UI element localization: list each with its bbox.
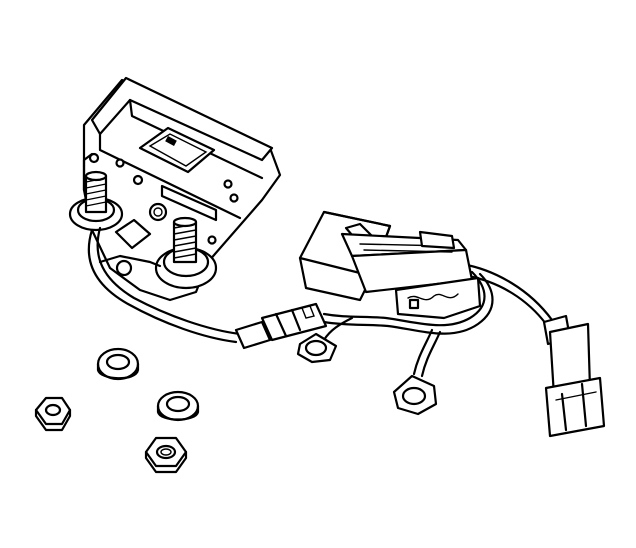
wiring-harness — [87, 226, 554, 378]
hex-nut-2 — [144, 436, 188, 474]
wire-connector-right — [542, 314, 606, 438]
stud-left — [68, 170, 124, 232]
relay-module — [298, 210, 482, 320]
ring-terminal-2 — [392, 374, 438, 416]
ring-terminal-1 — [296, 332, 338, 364]
hex-nut-1 — [34, 396, 72, 432]
inline-connector — [234, 302, 328, 350]
washer-1 — [96, 347, 140, 381]
washer-2 — [156, 390, 200, 422]
mounting-bracket — [82, 76, 282, 302]
stud-center — [154, 216, 218, 290]
